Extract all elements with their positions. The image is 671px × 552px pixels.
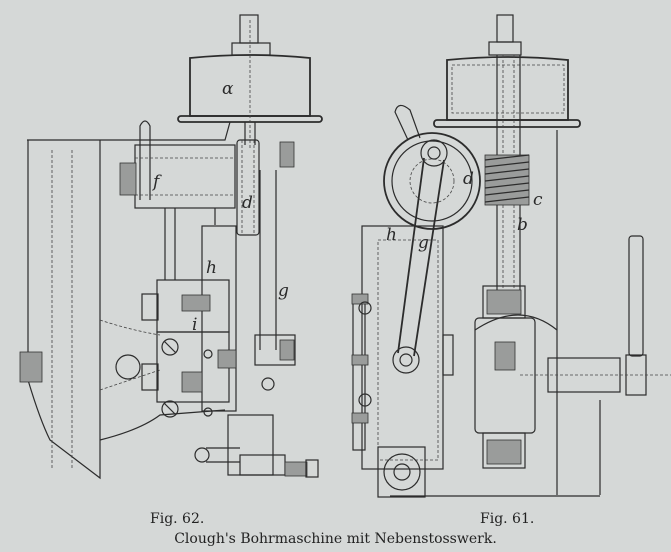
part-label-i: i bbox=[192, 315, 197, 335]
fig61-part-labels: d c b h g bbox=[386, 169, 543, 253]
part-label-c: c bbox=[533, 190, 543, 210]
part-label-alpha: α bbox=[222, 79, 234, 99]
worm-gear bbox=[484, 154, 530, 206]
fig61-drawing bbox=[351, 14, 671, 498]
part-label-g: g bbox=[278, 281, 289, 301]
part-label-h: h bbox=[386, 225, 397, 245]
fig62-drawing bbox=[19, 14, 323, 480]
figure-61-label: Fig. 61. bbox=[480, 511, 535, 527]
part-label-d: d bbox=[463, 169, 474, 189]
fig62-part-labels: α f d h g i bbox=[151, 79, 289, 335]
part-label-f: f bbox=[151, 172, 162, 192]
part-label-d: d bbox=[242, 193, 253, 213]
part-label-g: g bbox=[418, 233, 429, 253]
figure-62-label: Fig. 62. bbox=[150, 511, 205, 527]
figure-caption: Clough's Bohrmaschine mit Nebenstosswerk… bbox=[174, 531, 497, 547]
part-label-h: h bbox=[206, 258, 217, 278]
part-label-b: b bbox=[517, 215, 528, 235]
